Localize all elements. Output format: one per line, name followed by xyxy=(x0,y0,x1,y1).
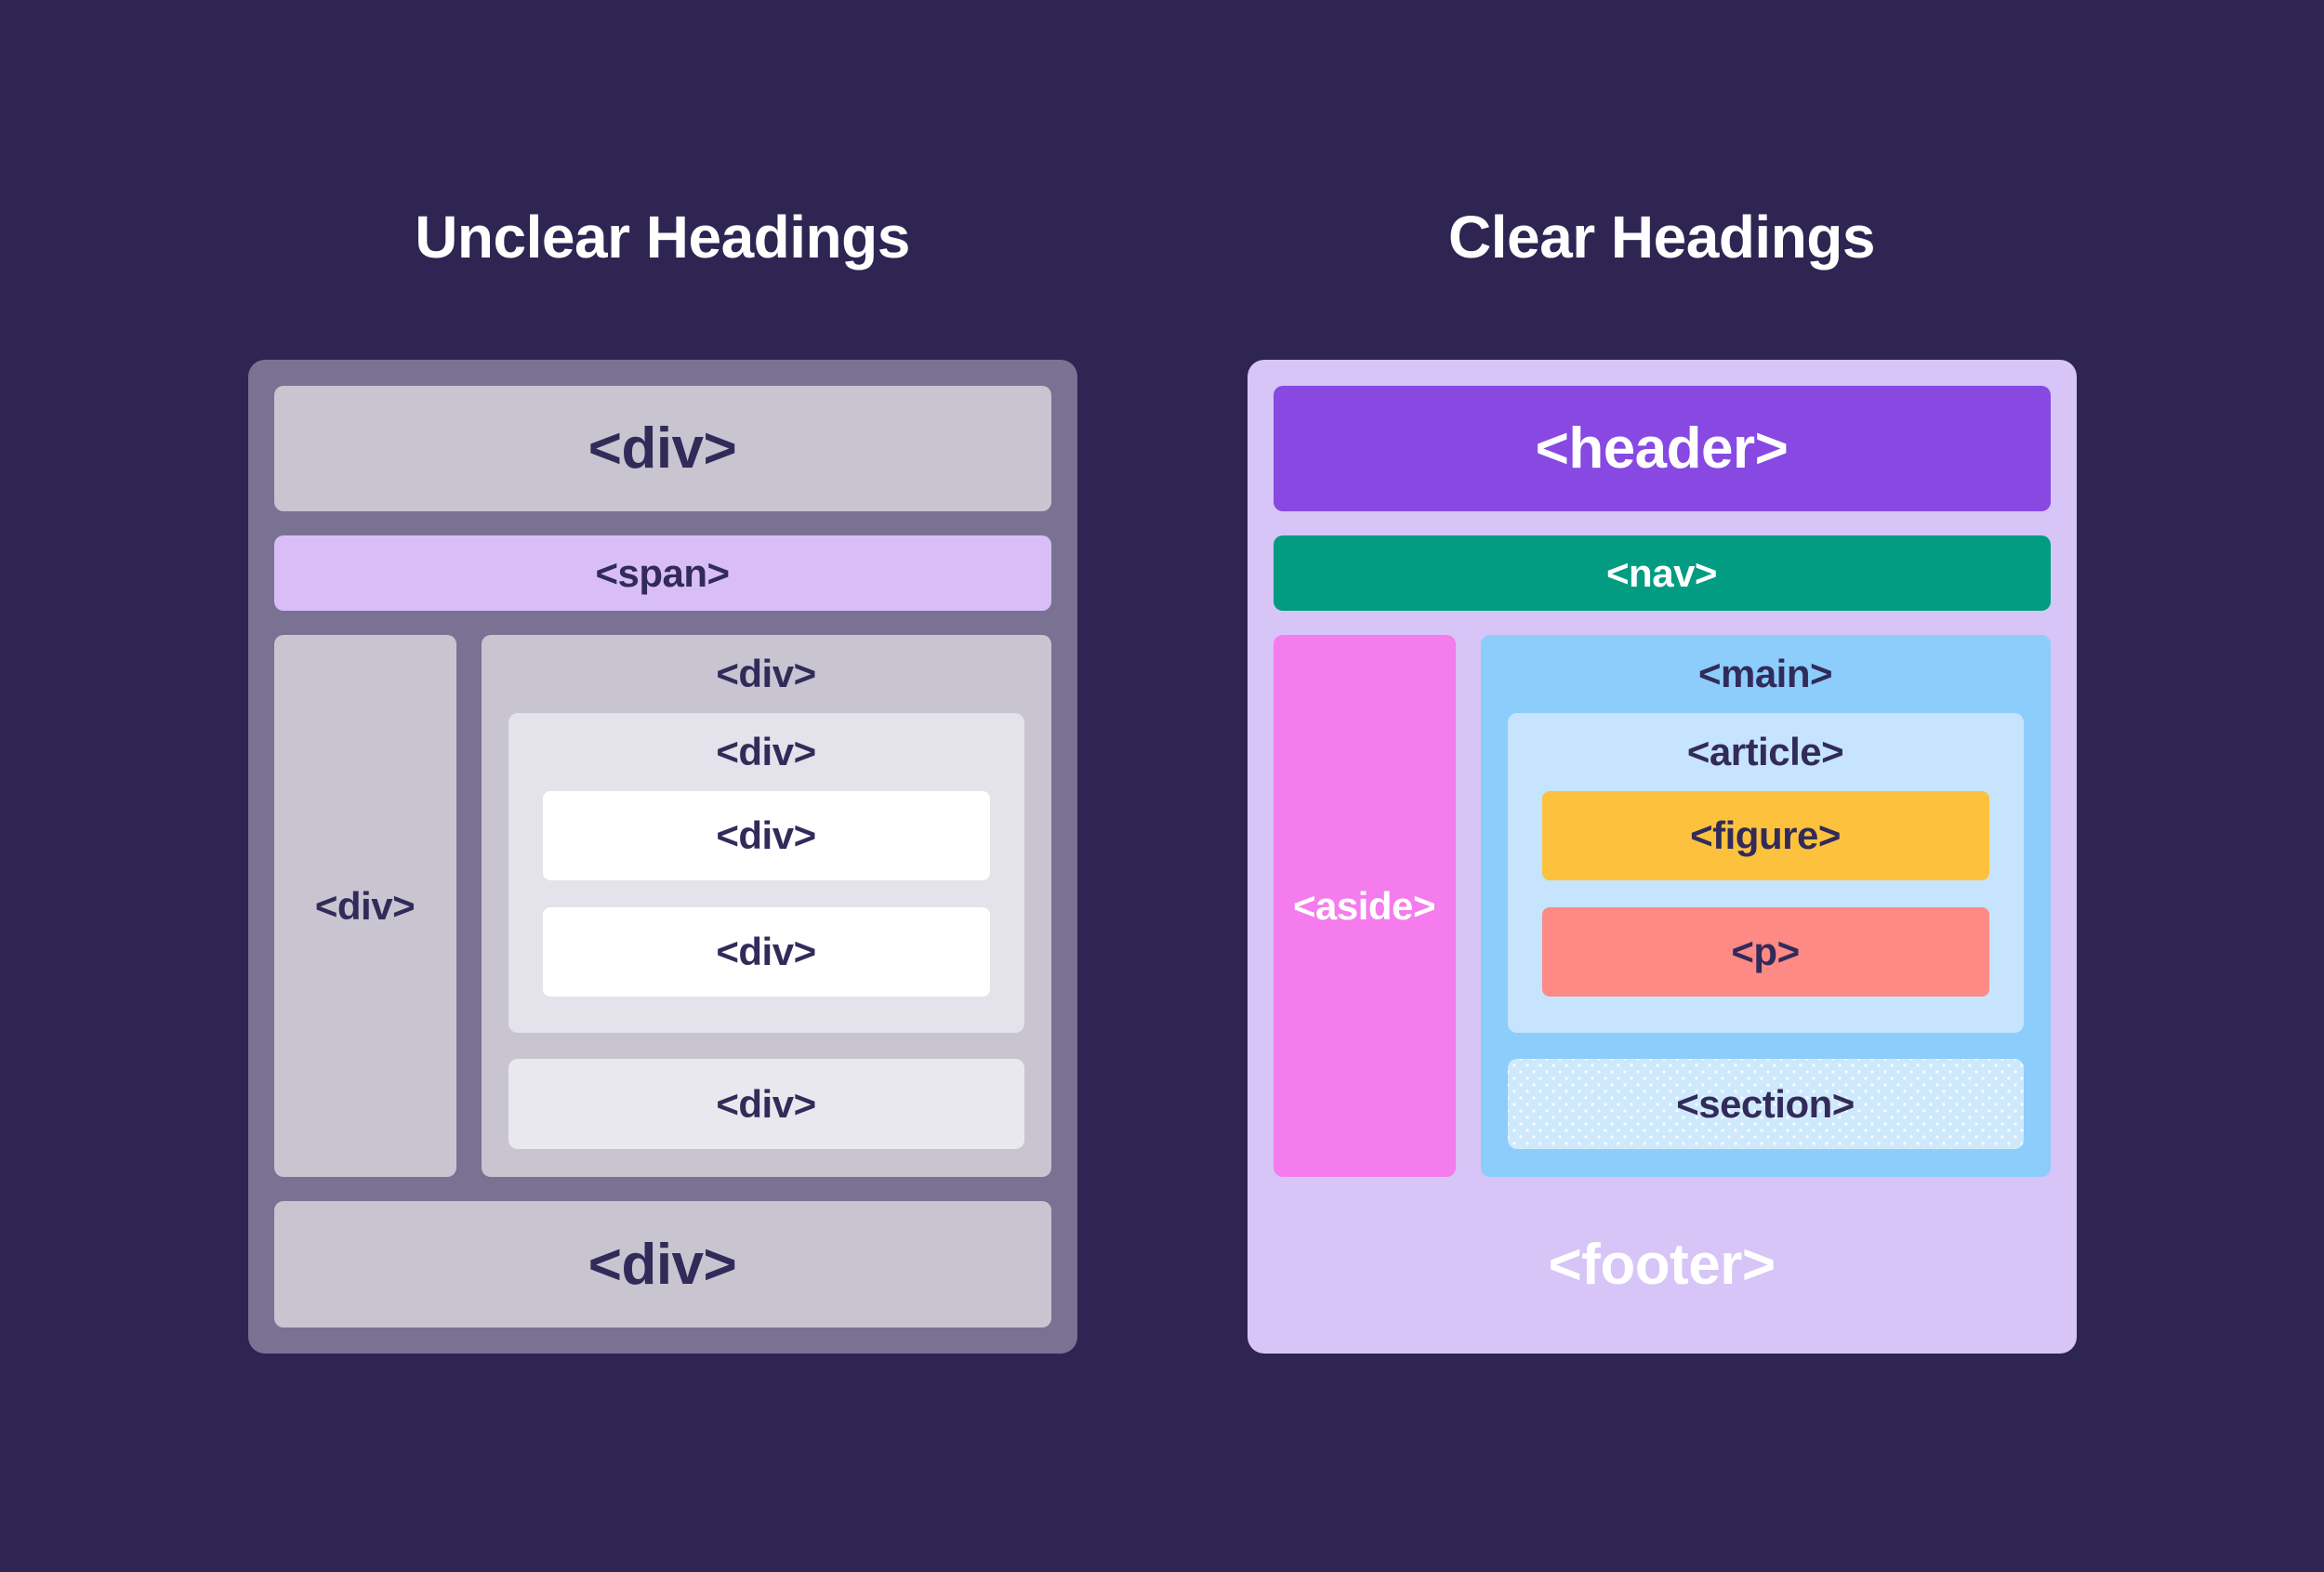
clear-wireframe: <header> <nav> <aside> <main> <article> xyxy=(1247,360,2077,1354)
panel-unclear-headings: Unclear Headings <div> <span> <div> <div… xyxy=(247,200,1077,1572)
clear-headings-title: Clear Headings xyxy=(1448,204,1875,271)
unclear-sidebar-div-label: <div> xyxy=(314,883,416,928)
unclear-middle-row: <div> <div> <div> <div> <div xyxy=(273,635,1051,1177)
unclear-nested-div-block: <div> <div> <div> xyxy=(508,713,1024,1033)
unclear-column-div-labelrow: <div> xyxy=(508,635,1024,713)
unclear-sidebar-div-block: <div> xyxy=(273,635,456,1177)
clear-p-block: <p> xyxy=(1541,907,1989,997)
unclear-span-block: <span> xyxy=(273,535,1051,611)
clear-article-block: <article> <figure> <p> xyxy=(1507,713,2024,1033)
clear-footer-label: <footer> xyxy=(1548,1232,1776,1297)
clear-article-labelrow: <article> xyxy=(1542,713,1989,791)
clear-nav-label: <nav> xyxy=(1606,550,1717,595)
unclear-bottom-div-block: <div> xyxy=(273,1201,1051,1328)
unclear-white-div-label-1: <div> xyxy=(716,813,816,857)
unclear-bottom-div-label: <div> xyxy=(588,1232,737,1297)
clear-footer-block: <footer> xyxy=(1274,1201,2051,1328)
clear-p-label: <p> xyxy=(1731,930,1800,973)
unclear-nested-div-labelrow: <div> xyxy=(543,713,990,791)
unclear-column-div-label: <div> xyxy=(716,652,816,695)
clear-article-label: <article> xyxy=(1686,730,1844,773)
clear-main-labelrow: <main> xyxy=(1508,635,2024,713)
unclear-inner-bottom-div-label: <div> xyxy=(716,1081,816,1126)
unclear-top-div-block: <div> xyxy=(273,386,1051,511)
clear-aside-block: <aside> xyxy=(1273,635,1456,1177)
clear-figure-label: <figure> xyxy=(1690,813,1841,857)
unclear-white-div-block-1: <div> xyxy=(542,791,990,880)
unclear-nested-div-label: <div> xyxy=(716,730,816,773)
clear-main-label: <main> xyxy=(1697,652,1833,695)
unclear-column-div-block: <div> <div> <div> <div> xyxy=(481,635,1051,1177)
unclear-white-div-label-2: <div> xyxy=(716,930,816,973)
clear-header-block: <header> xyxy=(1273,386,2051,511)
clear-nav-block: <nav> xyxy=(1273,535,2051,611)
clear-main-block: <main> <article> <figure> <p> xyxy=(1480,635,2051,1177)
unclear-top-div-label: <div> xyxy=(588,416,737,481)
unclear-inner-bottom-div-block: <div> xyxy=(508,1059,1024,1149)
unclear-white-div-block-2: <div> xyxy=(542,907,990,997)
clear-header-label: <header> xyxy=(1535,416,1789,481)
panel-clear-headings: Clear Headings <header> <nav> <aside> <m… xyxy=(1247,200,2077,1572)
clear-section-label: <section> xyxy=(1676,1081,1855,1126)
clear-middle-row: <aside> <main> <article> <figure> xyxy=(1273,635,2051,1177)
clear-aside-label: <aside> xyxy=(1293,883,1435,928)
unclear-span-label: <span> xyxy=(595,550,730,595)
unclear-wireframe: <div> <span> <div> <div> <div> xyxy=(247,360,1077,1354)
unclear-headings-title: Unclear Headings xyxy=(415,204,910,271)
clear-figure-block: <figure> xyxy=(1541,791,1989,880)
clear-section-block: <section> xyxy=(1507,1059,2024,1149)
